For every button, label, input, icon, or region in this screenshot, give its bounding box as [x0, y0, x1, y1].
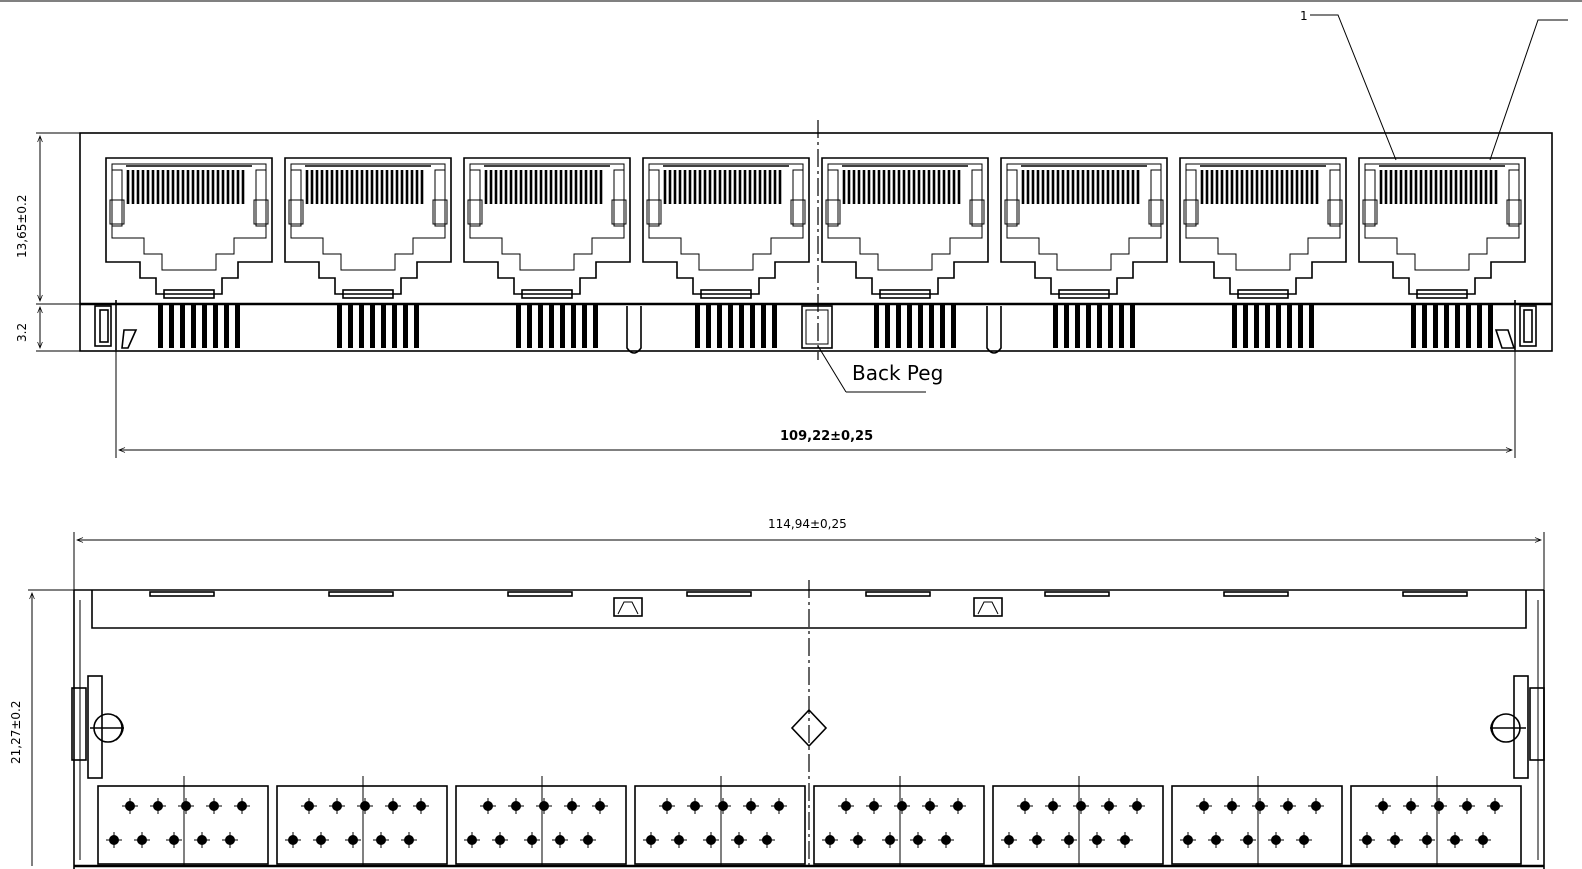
- right-mounting-post: [1490, 675, 1545, 779]
- front-ports: [105, 157, 1526, 348]
- top-slot: [1223, 591, 1289, 597]
- rj45-port: [284, 157, 452, 348]
- front-view: Back Peg 1 13,65±0.2 3.2 109,22±0,25: [15, 9, 1568, 458]
- pin-block: [276, 776, 448, 866]
- rj45-port: [1358, 157, 1526, 348]
- pin-block: [813, 776, 985, 866]
- width-dim-label: 109,22±0,25: [780, 429, 873, 444]
- rj45-port: [463, 157, 631, 348]
- rj45-port: [642, 157, 810, 348]
- top-slot: [149, 591, 215, 597]
- right-latch: [1494, 300, 1537, 350]
- bottom-height-dim-label: 21,27±0.2: [9, 701, 23, 765]
- top-slots: [149, 591, 1468, 597]
- left-mounting-post: [71, 675, 124, 779]
- back-peg-label: Back Peg: [852, 361, 943, 385]
- rj45-port: [1179, 157, 1347, 348]
- peg-left: [626, 306, 642, 354]
- bottom-view: 114,94±0,25 21,27±0.2: [9, 517, 1545, 869]
- height-dim-label: 13,65±0.2: [15, 195, 29, 259]
- height-dimension-bottom: 21,27±0.2: [9, 589, 74, 866]
- pin-dim-label: 3.2: [15, 323, 29, 342]
- height-dimension-front: 13,65±0.2 3.2: [15, 132, 80, 352]
- bottom-width-dim-label: 114,94±0,25: [768, 517, 847, 531]
- left-latch: [94, 300, 138, 350]
- top-slot: [686, 591, 752, 597]
- pin-block: [1171, 776, 1343, 866]
- callout-leaders: 1: [1300, 9, 1568, 161]
- pin-block: [97, 776, 269, 866]
- center-diamond: [790, 708, 828, 748]
- pin-block: [1350, 776, 1522, 866]
- tab-right: [973, 597, 1003, 617]
- rj45-port: [1000, 157, 1168, 348]
- top-slot: [865, 591, 931, 597]
- rj45-port: [821, 157, 989, 348]
- top-slot: [507, 591, 573, 597]
- callout-1-label: 1: [1300, 9, 1308, 23]
- housing-outline: [79, 132, 1553, 352]
- width-dimension-bottom: 114,94±0,25: [73, 517, 1545, 590]
- pin-block: [455, 776, 627, 866]
- pin-block: [992, 776, 1164, 866]
- tab-left: [613, 597, 643, 617]
- top-slot: [1044, 591, 1110, 597]
- pin-block: [634, 776, 806, 866]
- width-dimension-front: 109,22±0,25: [115, 350, 1516, 458]
- top-slot: [1402, 591, 1468, 597]
- peg-right: [986, 306, 1002, 354]
- top-slot: [328, 591, 394, 597]
- pin-blocks: [97, 776, 1522, 866]
- back-peg: Back Peg: [801, 305, 943, 393]
- rj45-port: [105, 157, 273, 348]
